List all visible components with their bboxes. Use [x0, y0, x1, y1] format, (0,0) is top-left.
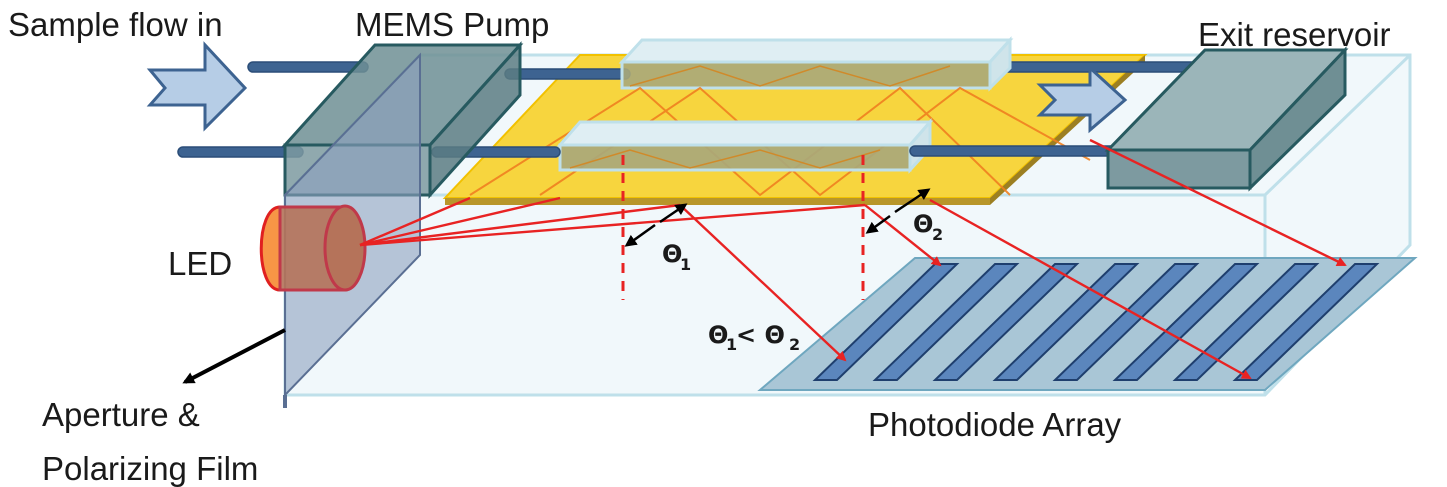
photodiode-strip — [1232, 263, 1380, 381]
label-photodiode-array: Photodiode Array — [868, 406, 1122, 443]
angle-arrows — [624, 188, 931, 247]
photodiode-strip — [812, 263, 960, 381]
normal-lines — [621, 155, 865, 300]
photodiode-strip — [872, 263, 1020, 381]
svg-text:< Θ: < Θ — [736, 321, 785, 349]
label-exit-reservoir: Exit reservoir — [1198, 16, 1391, 53]
aperture-pointer — [182, 328, 286, 384]
label-led: LED — [168, 245, 232, 282]
svg-text:1: 1 — [726, 335, 737, 354]
svg-text:Θ: Θ — [708, 321, 728, 349]
theta1-label: Θ 1 — [662, 240, 691, 274]
svg-text:2: 2 — [789, 335, 800, 354]
label-polarizing-film: Polarizing Film — [42, 450, 258, 487]
label-sample-flow-in: Sample flow in — [8, 6, 223, 43]
light-rays — [359, 138, 1347, 380]
svg-text:Θ: Θ — [913, 210, 933, 238]
photodiode-strip — [1052, 263, 1200, 381]
photodiode-strip — [992, 263, 1140, 381]
label-aperture: Aperture & — [42, 396, 200, 433]
theta-comparison-label: Θ 1 < Θ 2 — [708, 321, 800, 354]
photodiode-array — [757, 257, 1418, 391]
label-mems-pump: MEMS Pump — [355, 6, 549, 43]
flow-out-arrow — [1036, 64, 1128, 134]
led — [259, 204, 367, 292]
microchannel-front — [556, 117, 934, 174]
theta2-label: Θ 2 — [913, 210, 943, 244]
exit-reservoir — [1104, 46, 1349, 192]
photodiode-strip — [1172, 263, 1320, 381]
svg-text:2: 2 — [932, 225, 943, 244]
photodiode-strip — [932, 263, 1080, 381]
photodiode-strip — [1112, 263, 1260, 381]
microchannel-back — [618, 36, 1014, 92]
svg-text:1: 1 — [680, 255, 691, 274]
svg-text:Θ: Θ — [662, 240, 682, 268]
photodiode-strips — [812, 263, 1380, 381]
flow-in-arrow — [146, 41, 248, 132]
